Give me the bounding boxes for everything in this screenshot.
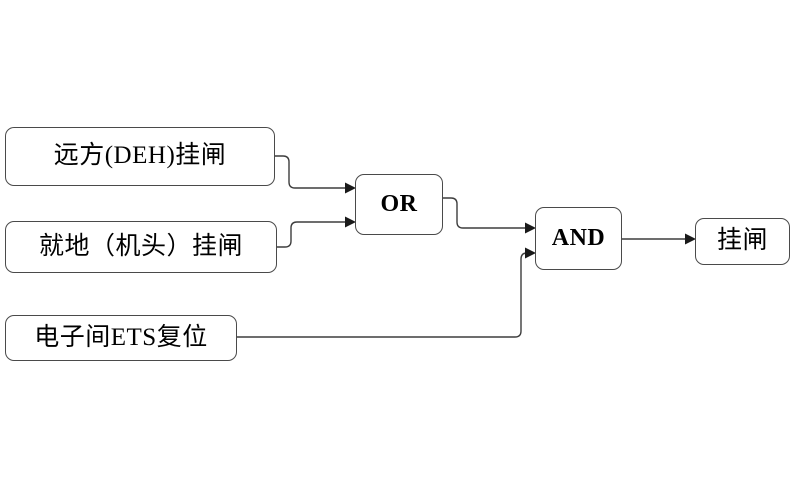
edge-ets-reset-to-and (237, 252, 528, 338)
edge-remote-deh-to-or (275, 155, 345, 189)
edge-local-head-to-or (277, 221, 345, 248)
node-ets-reset[interactable]: 电子间ETS复位 (5, 315, 237, 361)
node-output-latch[interactable]: 挂闸 (695, 218, 790, 265)
node-local-head[interactable]: 就地（机头）挂闸 (5, 221, 277, 273)
node-remote-deh[interactable]: 远方(DEH)挂闸 (5, 127, 275, 186)
edge-or-to-and (443, 197, 525, 229)
node-gate-or[interactable]: OR (355, 174, 443, 235)
node-gate-and[interactable]: AND (535, 207, 622, 270)
